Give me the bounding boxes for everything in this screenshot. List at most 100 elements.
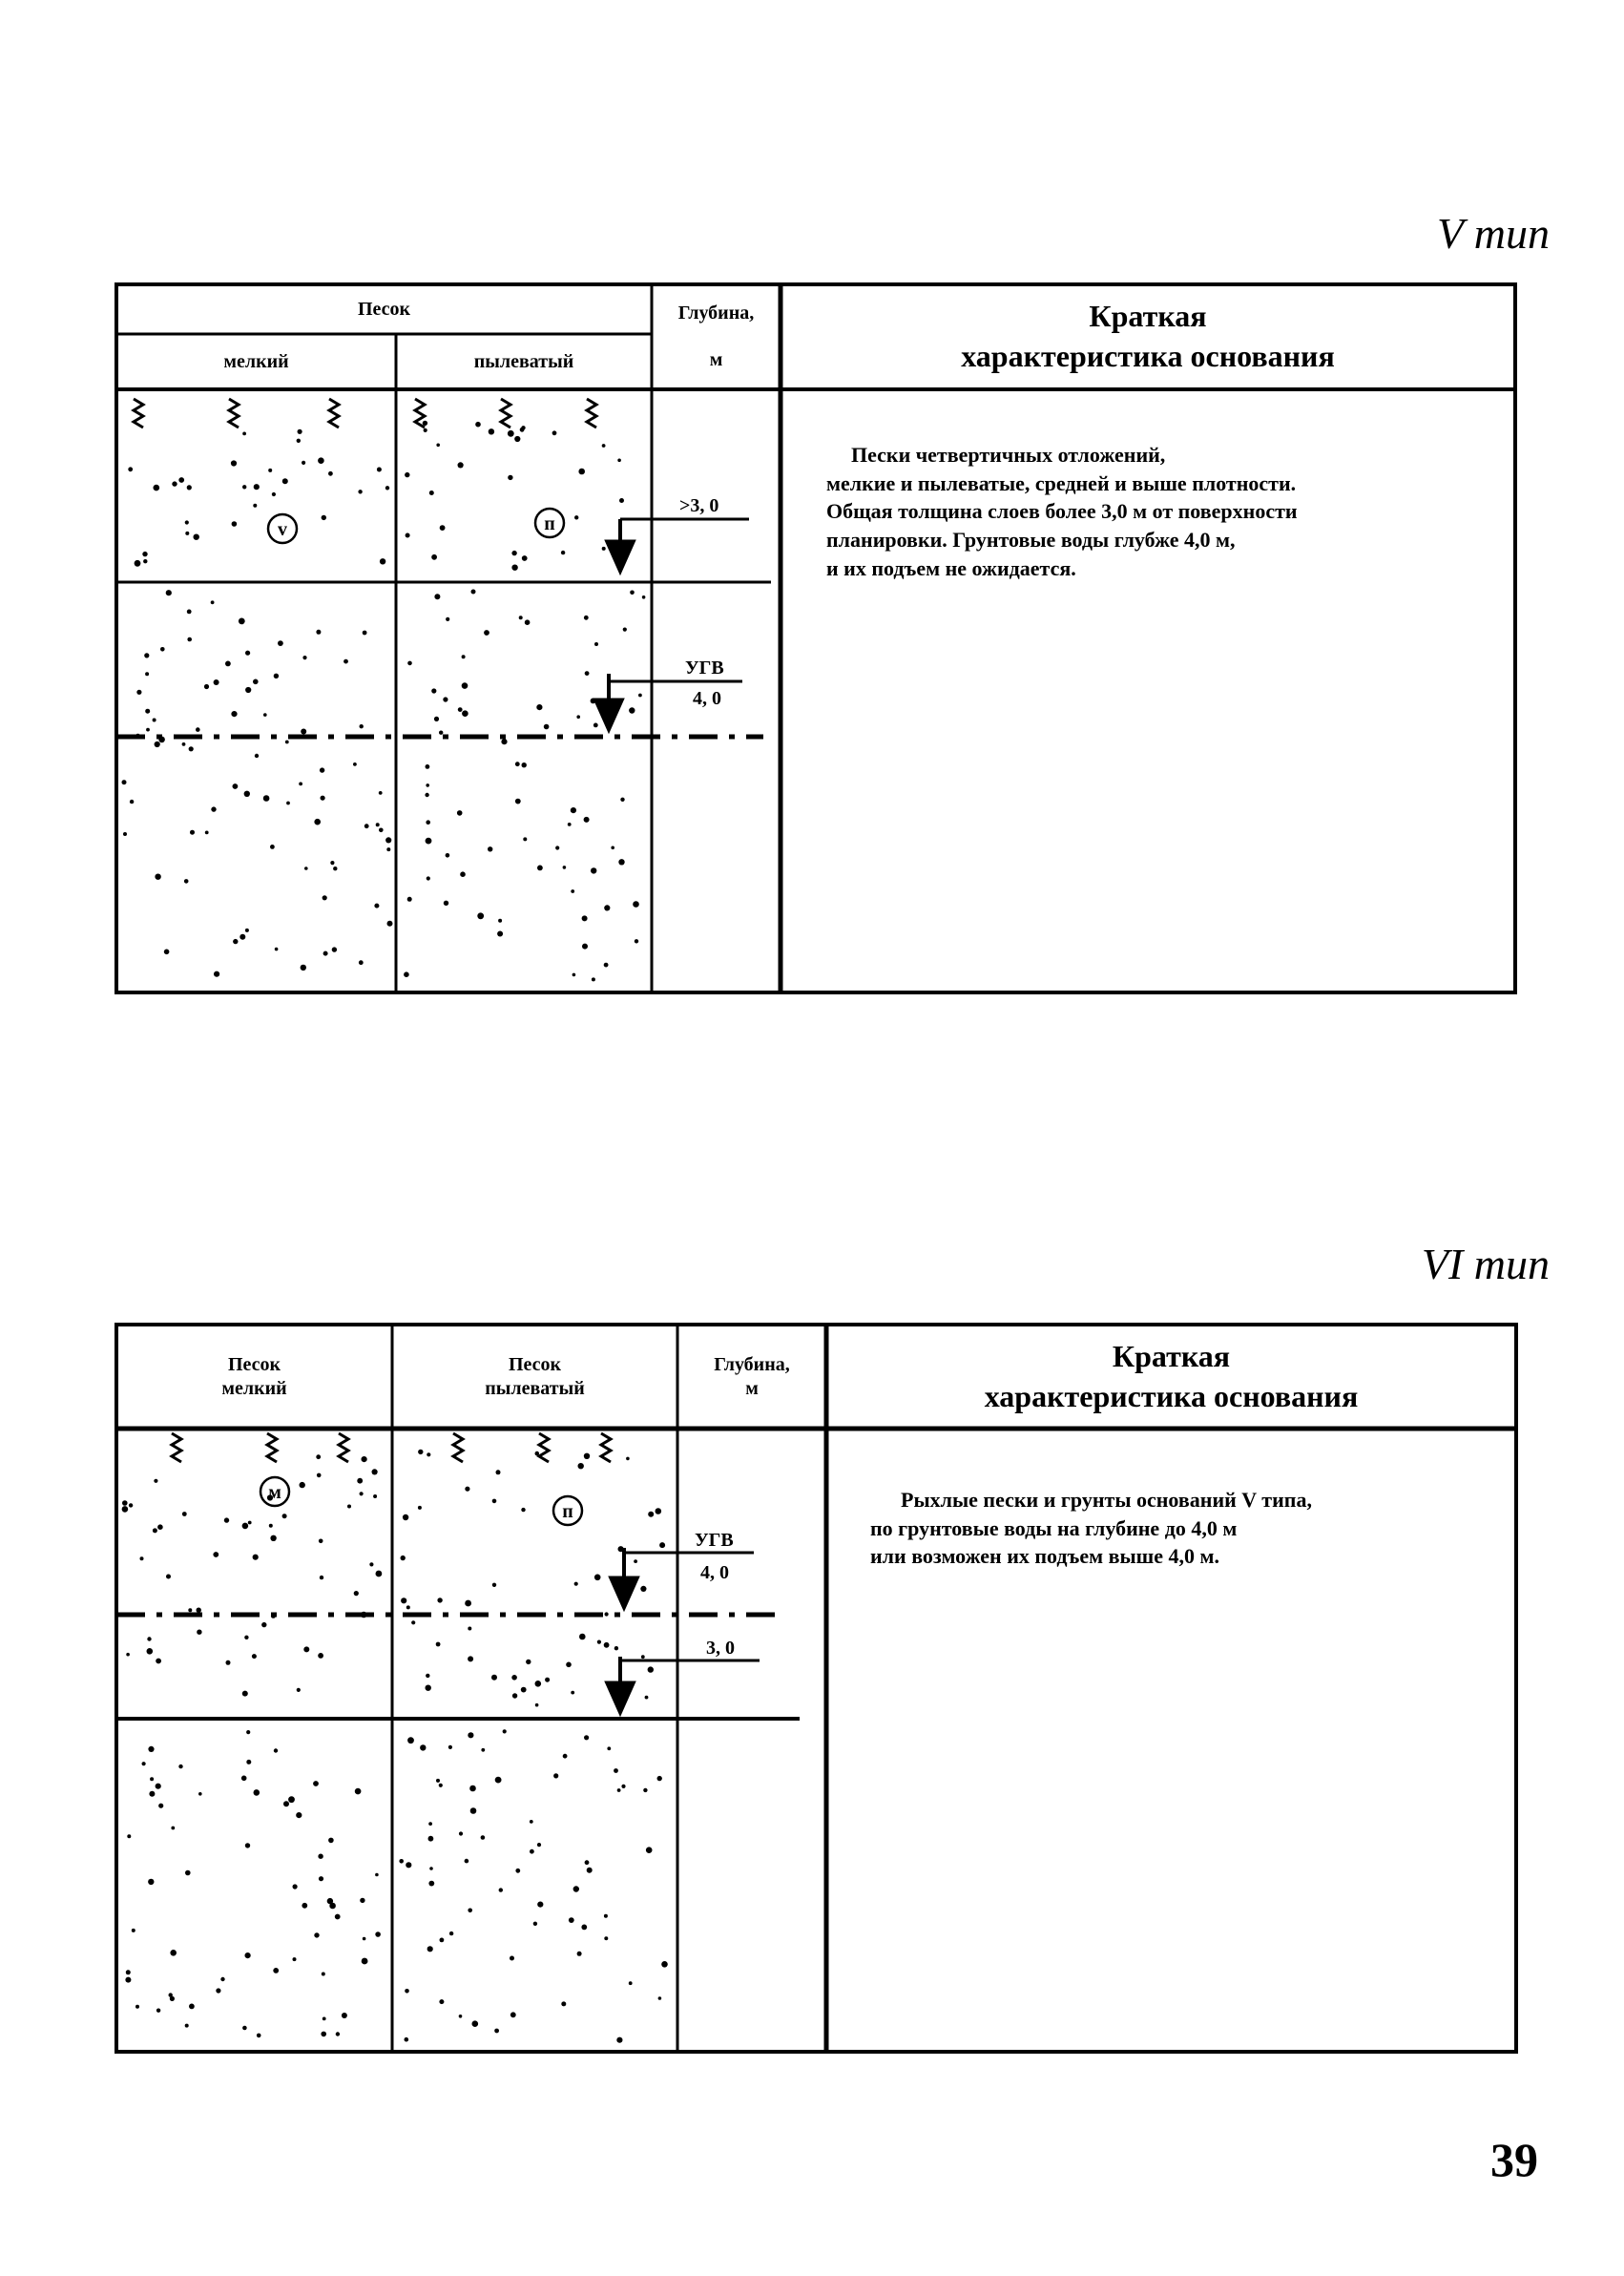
sand-dot bbox=[405, 532, 410, 538]
sand-dot bbox=[256, 2033, 261, 2038]
sand-dot bbox=[300, 964, 306, 971]
sand-dot bbox=[241, 1522, 249, 1530]
sand-dot bbox=[591, 867, 597, 874]
sand-dot bbox=[296, 438, 301, 443]
sand-dot bbox=[422, 420, 428, 427]
sand-dot bbox=[358, 490, 363, 494]
sand-dot bbox=[511, 564, 518, 571]
sand-dot bbox=[439, 1937, 445, 1943]
sand-dot bbox=[147, 1637, 152, 1641]
sand-dot bbox=[181, 1512, 187, 1516]
sand-dot bbox=[458, 1831, 464, 1836]
sand-dot bbox=[361, 1957, 368, 1965]
sand-dot bbox=[438, 1783, 443, 1787]
sand-dot bbox=[590, 698, 596, 704]
sand-dot bbox=[253, 484, 260, 491]
sand-dot bbox=[584, 1860, 590, 1866]
sand-dot bbox=[443, 900, 449, 906]
sand-dot bbox=[241, 1690, 248, 1697]
type-5-table-frame bbox=[115, 282, 1517, 994]
sand-dot bbox=[271, 491, 276, 497]
root-mark bbox=[498, 397, 513, 429]
sand-dot bbox=[488, 428, 495, 435]
sand-dot bbox=[364, 824, 369, 829]
sand-dot bbox=[494, 1776, 502, 1784]
sand-dot bbox=[319, 1575, 324, 1580]
type-6-description-line-2: по грунтовые воды на глубине до 4,0 м bbox=[870, 1515, 1238, 1540]
sand-dot bbox=[584, 1735, 590, 1741]
sand-dot bbox=[314, 1932, 320, 1938]
sand-dot bbox=[316, 1454, 322, 1460]
type-5-depth-header: Глубина, м bbox=[652, 284, 781, 389]
sand-dot bbox=[362, 630, 367, 636]
sand-dot bbox=[123, 832, 127, 836]
sand-dot bbox=[292, 1884, 298, 1890]
sand-dot bbox=[537, 865, 543, 871]
type-5-silty-header: пылеватый bbox=[473, 350, 574, 372]
sand-dot bbox=[320, 795, 325, 801]
sand-dot bbox=[243, 790, 250, 797]
sand-dot bbox=[244, 1952, 251, 1959]
sand-dot bbox=[436, 1778, 440, 1783]
sand-dot bbox=[523, 837, 528, 842]
sand-dot bbox=[189, 2003, 195, 2010]
sand-dot bbox=[186, 485, 192, 491]
sand-dot bbox=[445, 853, 450, 858]
sand-dot bbox=[361, 1456, 367, 1463]
sand-dot bbox=[329, 1902, 336, 1910]
root-mark bbox=[326, 397, 342, 429]
sand-dot bbox=[511, 1675, 517, 1681]
sand-dot bbox=[323, 950, 328, 956]
root-mark bbox=[450, 1431, 466, 1464]
sand-dot bbox=[405, 1989, 409, 1994]
sand-dot bbox=[614, 1768, 618, 1773]
sand-dot bbox=[328, 470, 333, 476]
sand-dot bbox=[604, 1936, 609, 1941]
sand-dot bbox=[148, 1878, 155, 1886]
sand-dot bbox=[354, 1787, 362, 1795]
vegetation-root-marks bbox=[131, 397, 614, 1464]
sand-dot bbox=[155, 1783, 161, 1789]
sand-dot bbox=[634, 1559, 637, 1563]
sand-dot bbox=[299, 1481, 305, 1489]
sand-dot bbox=[601, 444, 606, 448]
root-mark bbox=[336, 1431, 351, 1464]
sand-dot bbox=[469, 1785, 476, 1792]
sand-dot bbox=[139, 1556, 144, 1561]
sand-dot bbox=[122, 1500, 128, 1506]
sand-dot bbox=[470, 589, 476, 595]
sand-dot bbox=[184, 520, 189, 525]
sand-dot bbox=[577, 1463, 584, 1470]
sand-dot bbox=[371, 1469, 378, 1475]
sand-dot bbox=[425, 792, 429, 798]
sand-dot bbox=[426, 820, 431, 825]
sand-dot bbox=[244, 1843, 251, 1848]
sand-dot bbox=[560, 550, 566, 555]
sand-dot bbox=[185, 1869, 191, 1876]
sand-dot bbox=[183, 879, 189, 884]
sand-dot bbox=[507, 429, 514, 437]
sand-dot bbox=[502, 1729, 507, 1734]
sand-dot bbox=[331, 947, 338, 952]
sand-dot bbox=[514, 798, 521, 804]
sand-dot bbox=[134, 559, 141, 567]
sand-dot bbox=[568, 1917, 574, 1923]
sand-dot bbox=[148, 1745, 155, 1752]
sand-dot bbox=[530, 1848, 534, 1854]
sand-dot bbox=[319, 767, 325, 773]
sand-dot bbox=[125, 1976, 132, 1983]
sand-dot bbox=[220, 1976, 225, 1982]
sand-dot bbox=[374, 903, 380, 908]
sand-dot bbox=[288, 1796, 295, 1804]
sand-dot bbox=[158, 736, 165, 743]
sand-dot bbox=[543, 723, 550, 730]
sand-dot bbox=[417, 1505, 422, 1510]
sand-dot bbox=[601, 546, 606, 551]
sand-dot bbox=[617, 1546, 624, 1553]
sand-dot bbox=[630, 590, 635, 595]
sand-dot bbox=[427, 1946, 433, 1952]
root-mark bbox=[169, 1431, 184, 1464]
type-5-depth-header-line-2: м bbox=[709, 349, 723, 370]
sand-dot bbox=[484, 630, 489, 636]
sand-dot bbox=[187, 637, 192, 642]
